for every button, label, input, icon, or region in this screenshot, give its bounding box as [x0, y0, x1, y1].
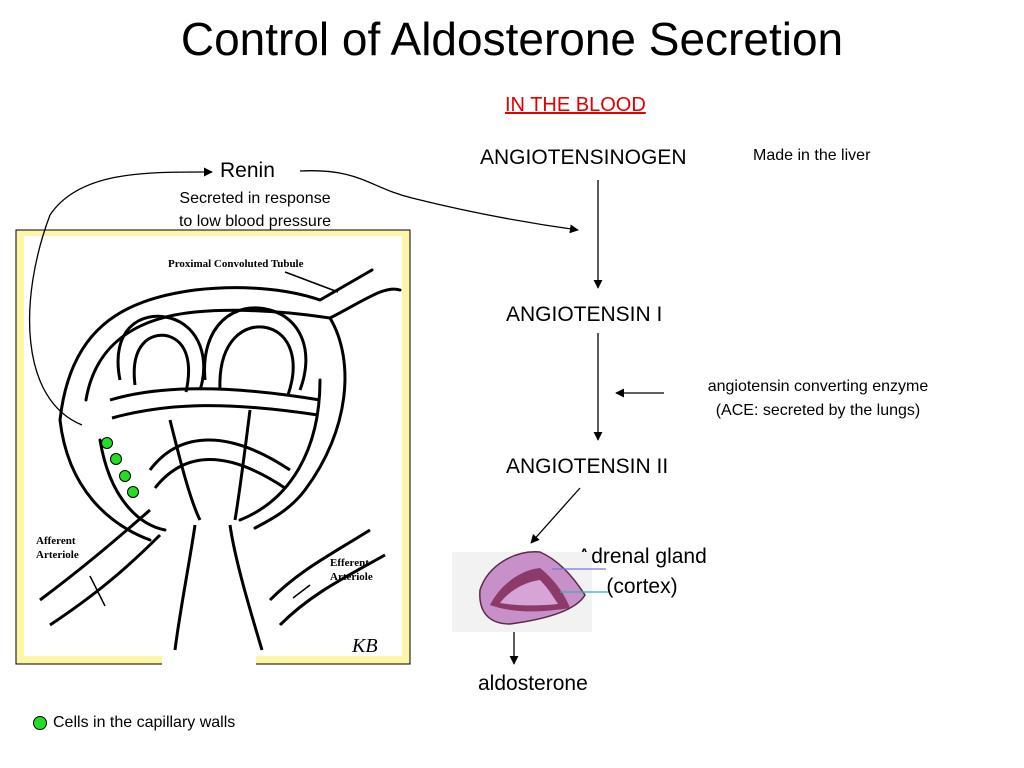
section-label: IN THE BLOOD [505, 94, 646, 116]
renin-arrows [28, 167, 579, 426]
page-title: Control of Aldosterone Secretion [180, 13, 844, 65]
efferent-label-line1: Efferent [330, 557, 369, 569]
tubule-label: Proximal Convoluted Tubule [168, 258, 304, 270]
glomerulus-loops [109, 306, 321, 521]
capillary-cell [101, 437, 113, 449]
adrenal-gland [452, 551, 608, 632]
capsule-outline [58, 268, 402, 542]
angiotensin-1-label: ANGIOTENSIN I [506, 303, 663, 326]
afferent-label-line1: Afferent [36, 535, 76, 547]
renin-label: Renin [220, 159, 275, 182]
signature-mark: KB [351, 635, 378, 657]
liver-note: Made in the liver [753, 147, 871, 164]
renin-note-line2: to low blood pressure [178, 213, 332, 230]
capillary-cell [119, 470, 131, 482]
efferent-label-line2: Arteriole [330, 571, 373, 583]
ace-note: angiotensin converting enzyme (ACE: secr… [668, 375, 968, 423]
legend-swatch [33, 716, 47, 730]
adrenal-label-line1: Adrenal gland [577, 545, 707, 568]
angiotensin-2-label: ANGIOTENSIN II [506, 455, 669, 478]
legend-label: Cells in the capillary walls [53, 714, 236, 731]
aldosterone-label: aldosterone [478, 672, 588, 695]
adrenal-label: Adrenal gland (cortex) [552, 542, 732, 602]
arteriole-vessels [39, 508, 386, 651]
renin-action-arrow [299, 170, 579, 234]
angiotensinogen-label: ANGIOTENSINOGEN [480, 146, 687, 169]
ace-note-line2: (ACE: secreted by the lungs) [715, 402, 921, 419]
renin-release-arrow [28, 167, 213, 426]
afferent-label-line2: Arteriole [36, 549, 79, 561]
kidney-pointer-lines [89, 271, 339, 607]
capillary-cell [127, 486, 139, 498]
kidney-panel: Proximal Convoluted Tubule Afferent Arte… [15, 229, 411, 666]
renin-note-line1: Secreted in response [179, 190, 331, 207]
arrow-to-adrenal [530, 487, 581, 544]
capillary-cell [110, 453, 122, 465]
ace-note-line1: angiotensin converting enzyme [707, 378, 929, 395]
capillary-cells [101, 437, 139, 498]
renin-note: Secreted in response to low blood pressu… [140, 187, 370, 233]
adrenal-label-line2: (cortex) [606, 575, 678, 598]
